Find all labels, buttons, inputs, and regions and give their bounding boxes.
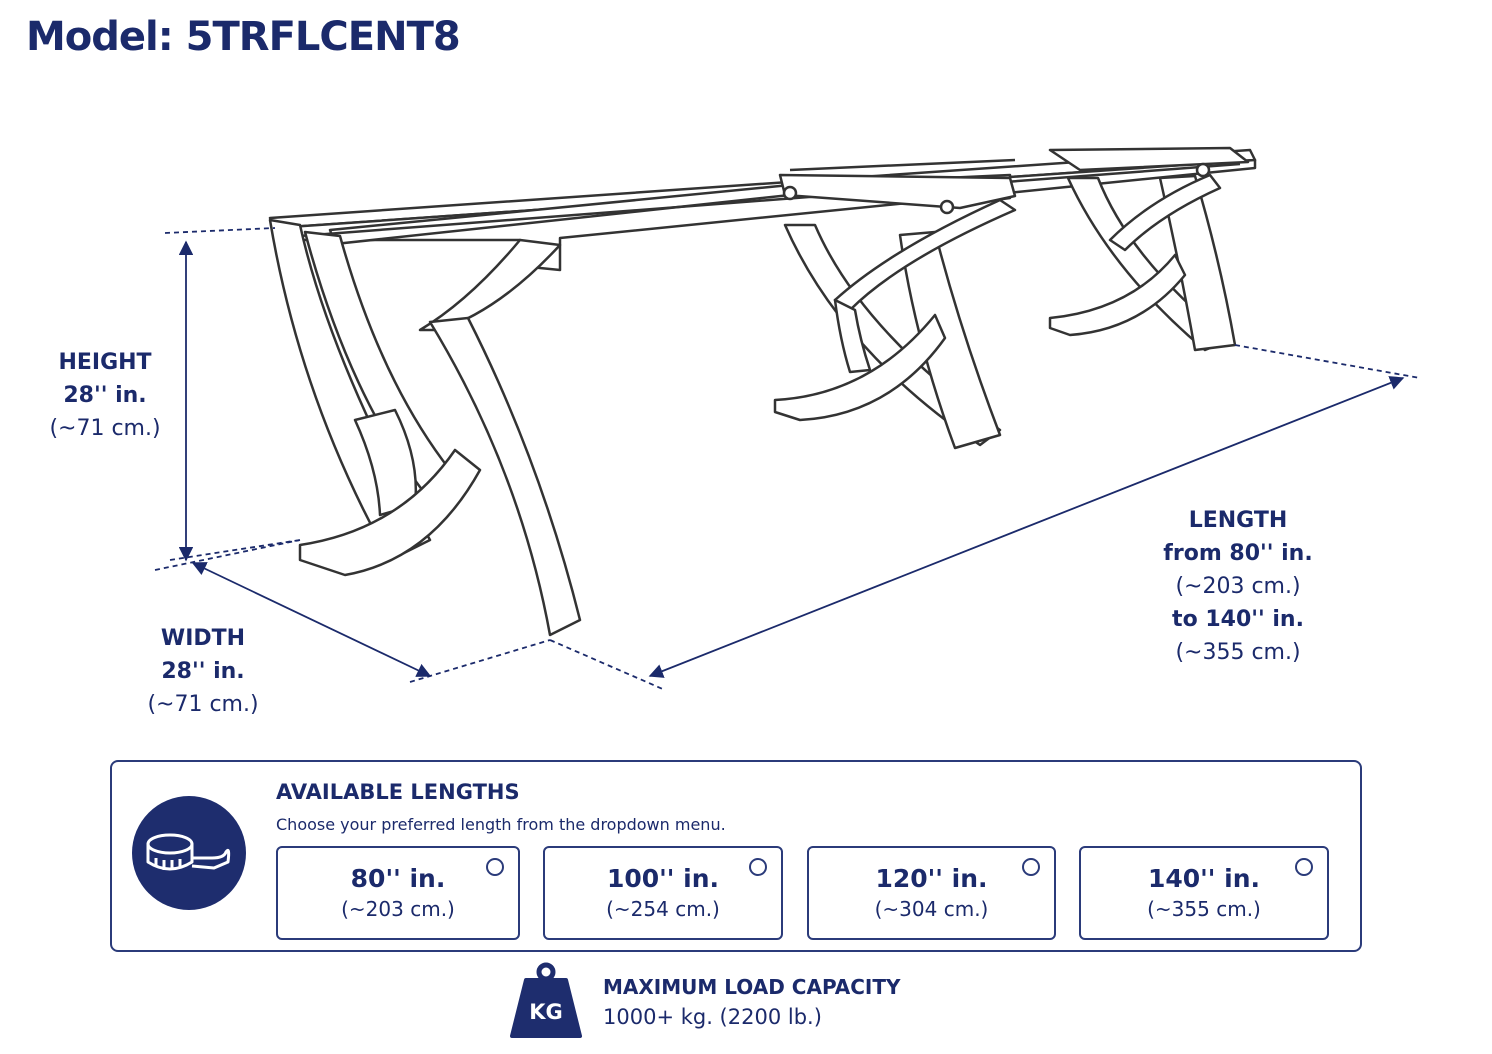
radio-button[interactable] (1295, 858, 1313, 876)
radio-button[interactable] (1022, 858, 1040, 876)
width-inches: 28'' in. (161, 659, 245, 684)
height-label: HEIGHT (58, 350, 152, 375)
height-cm: (~71 cm.) (49, 416, 161, 441)
page-title: Model: 5TRFLCENT8 (26, 14, 461, 60)
length-to-cm: (~355 cm.) (1175, 640, 1301, 665)
option-inches: 120'' in. (875, 864, 988, 893)
radio-button[interactable] (749, 858, 767, 876)
length-option-100[interactable]: 100'' in. (~254 cm.) (543, 846, 783, 940)
table-base-drawing (154, 146, 1421, 691)
option-cm: (~304 cm.) (874, 897, 989, 921)
length-from-cm: (~203 cm.) (1175, 574, 1301, 599)
option-cm: (~203 cm.) (341, 897, 455, 921)
length-from: from 80'' in. (1163, 541, 1313, 566)
load-capacity-title: MAXIMUM LOAD CAPACITY (603, 975, 901, 999)
height-inches: 28'' in. (63, 383, 147, 408)
tape-measure-icon (132, 796, 246, 910)
option-inches: 80'' in. (350, 864, 446, 893)
height-dimension: HEIGHT 28'' in. (~71 cm.) (40, 346, 170, 445)
option-cm: (~355 cm.) (1147, 897, 1261, 921)
width-label: WIDTH (160, 626, 246, 651)
width-cm: (~71 cm.) (147, 692, 259, 717)
option-inches: 100'' in. (606, 864, 720, 893)
length-option-80[interactable]: 80'' in. (~203 cm.) (276, 846, 520, 940)
length-dimension: LENGTH from 80'' in. (~203 cm.) to 140''… (1140, 504, 1336, 669)
length-to: to 140'' in. (1172, 607, 1304, 632)
length-option-120[interactable]: 120'' in. (~304 cm.) (807, 846, 1056, 940)
weight-icon-label: KG (529, 1000, 563, 1024)
length-label: LENGTH (1188, 508, 1288, 533)
option-inches: 140'' in. (1147, 864, 1261, 893)
length-option-140[interactable]: 140'' in. (~355 cm.) (1079, 846, 1329, 940)
weight-icon: KG (510, 962, 582, 1038)
width-dimension: WIDTH 28'' in. (~71 cm.) (138, 622, 268, 721)
radio-button[interactable] (486, 858, 504, 876)
panel-title: AVAILABLE LENGTHS (276, 780, 520, 804)
available-lengths-panel: AVAILABLE LENGTHS Choose your preferred … (110, 760, 1362, 952)
option-cm: (~254 cm.) (606, 897, 720, 921)
load-capacity-value: 1000+ kg. (2200 lb.) (603, 1005, 822, 1029)
panel-subtitle: Choose your preferred length from the dr… (276, 815, 726, 834)
